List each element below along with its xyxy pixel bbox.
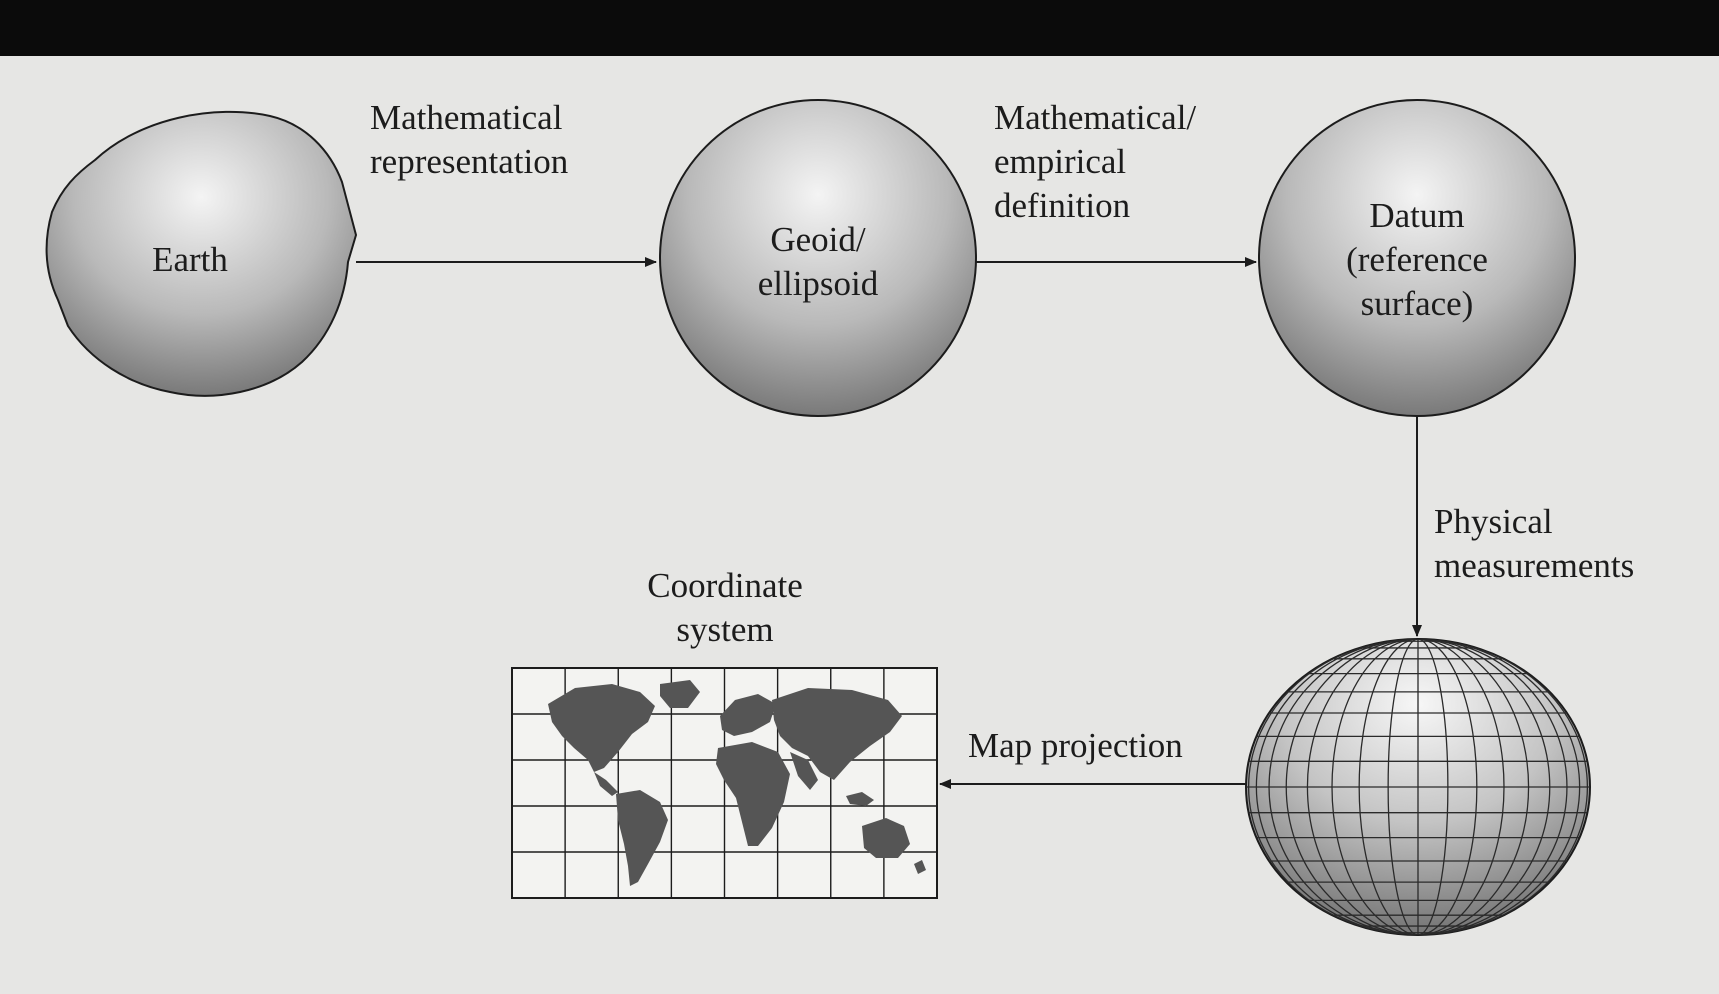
edge-label-mathematical-empirical-definition: Mathematical/ empirical definition [994, 96, 1196, 228]
graticule-globe [1245, 638, 1591, 936]
edge-label-map-projection: Map projection [968, 724, 1183, 768]
edge-label-line-2: representation [370, 142, 569, 181]
edge-label-physical-measurements: Physical measurements [1434, 500, 1634, 588]
datum-label: Datum (reference surface) [1307, 194, 1527, 326]
earth-label: Earth [140, 238, 240, 282]
world-map [511, 667, 938, 899]
edge-label-line-1: Map projection [968, 726, 1183, 765]
edge-label-line-1: Mathematical [370, 98, 563, 137]
edge-label-line-1: Physical [1434, 502, 1553, 541]
geoid-label-line-1: Geoid/ [770, 220, 866, 259]
edge-label-mathematical-representation: Mathematical representation [370, 96, 568, 184]
datum-label-line-3: surface) [1360, 284, 1474, 323]
edge-label-line-1: Mathematical/ [994, 98, 1197, 137]
top-dark-band [0, 0, 1719, 56]
edge-label-line-2: measurements [1434, 546, 1635, 585]
earth-shape [45, 110, 358, 397]
geoid-label: Geoid/ ellipsoid [718, 218, 918, 306]
datum-label-line-2: (reference [1346, 240, 1488, 279]
continents [548, 680, 926, 886]
geoid-label-line-2: ellipsoid [757, 264, 879, 303]
coordinate-system-label: Coordinate system [600, 564, 850, 652]
earth-label-text: Earth [152, 240, 228, 279]
edge-label-line-3: definition [994, 186, 1131, 225]
coordinate-system-line-1: Coordinate [647, 566, 803, 605]
edge-label-line-2: empirical [994, 142, 1127, 181]
coordinate-system-line-2: system [676, 610, 774, 649]
geoid-sphere [659, 99, 977, 417]
datum-label-line-1: Datum [1369, 196, 1465, 235]
